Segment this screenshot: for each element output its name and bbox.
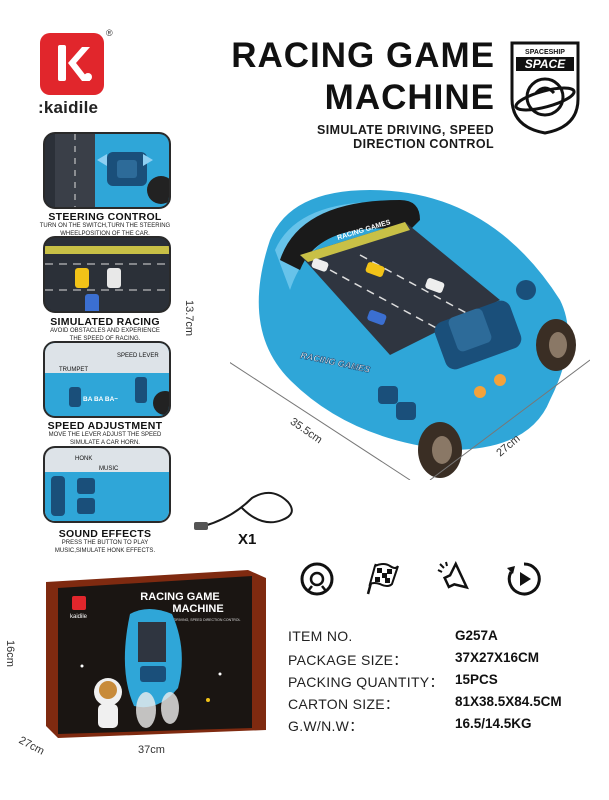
feature-desc-line: PRESS THE BUTTON TO PLAY — [61, 540, 149, 546]
feature-desc-line: TURN ON THE SWITCH,TURN THE STEERING — [39, 223, 171, 229]
feature-desc-line: AVOID OBSTACLES AND EXPERIENCE — [50, 328, 160, 334]
dimension-height: 13.7cm — [183, 300, 195, 337]
box-height: 16cm — [4, 640, 16, 667]
spec-label: PACKING QUANTITY： — [288, 674, 444, 690]
box-title-line1: RACING GAME — [140, 591, 219, 603]
spec-label: G.W/N.W： — [288, 718, 364, 734]
feature-image-speed: SPEED LEVER TRUMPET BA BA BA~ — [43, 341, 171, 418]
spec-value: G257A — [455, 628, 498, 643]
badge-main-text: SPACE — [525, 57, 566, 71]
spec-label: ITEM NO. — [288, 628, 353, 644]
cable-quantity: X1 — [238, 531, 257, 548]
feature-title-speed: SPEED ADJUSTMENT — [47, 420, 163, 432]
music-label: MUSIC — [99, 466, 119, 472]
trumpet-label: TRUMPET — [59, 367, 88, 373]
feature-image-racing — [43, 236, 171, 313]
brand-name: :kaidile — [38, 98, 99, 117]
spec-value: 81X38.5X84.5CM — [455, 694, 562, 709]
play-icon — [507, 562, 541, 596]
product-main-image: RACING GAMES RACING GAMES — [230, 190, 590, 480]
box-width: 37cm — [138, 744, 165, 756]
package-box-image: kaidile RACING GAME MACHINE SIMULATE DRI… — [46, 570, 266, 738]
box-title-line2: MACHINE — [172, 603, 223, 615]
feature-desc-line: MUSIC,SIMULATE HONK EFFECTS. — [54, 547, 156, 554]
product-title-line2: MACHINE — [324, 78, 495, 117]
box-brand: kaidile — [70, 614, 88, 620]
feature-desc-sound: PRESS THE BUTTON TO PLAY MUSIC,SIMULATE … — [30, 540, 180, 555]
feature-desc-line: MOVE THE LEVER ADJUST THE SPEED — [48, 432, 162, 438]
badge-top-text: SPACESHIP — [525, 49, 565, 56]
feature-desc-steering: TURN ON THE SWITCH,TURN THE STEERING WHE… — [30, 223, 180, 238]
registered-mark: ® — [106, 28, 113, 38]
feature-desc-speed: MOVE THE LEVER ADJUST THE SPEED SIMULATE… — [30, 432, 180, 447]
honk-label: HONK — [75, 456, 92, 462]
brand-logo — [40, 33, 104, 95]
feature-image-steering — [43, 132, 171, 209]
sound-icon — [437, 560, 469, 590]
feature-desc-line: WHEELPOSITION OF THE CAR. — [60, 230, 150, 237]
spec-value: 37X27X16CM — [455, 650, 540, 665]
feature-desc-line: SIMULATE A CAR HORN. — [70, 439, 140, 446]
spec-label: PACKAGE SIZE： — [288, 652, 408, 668]
space-badge: SPACESHIP SPACE — [510, 41, 580, 135]
spec-value: 15PCS — [455, 672, 498, 687]
product-title-line1: RACING GAME — [231, 36, 495, 75]
feature-title-steering: STEERING CONTROL — [48, 211, 162, 223]
speed-lever-label: SPEED LEVER — [117, 353, 159, 359]
feature-image-sound: HONK MUSIC — [43, 446, 171, 523]
box-subtitle: SIMULATE DRIVING, SPEED DIRECTION CONTRO… — [156, 618, 241, 622]
usb-cable-image — [194, 491, 293, 530]
steering-wheel-icon — [300, 562, 334, 596]
feature-title-sound: SOUND EFFECTS — [58, 528, 152, 540]
spec-value: 16.5/14.5KG — [455, 716, 532, 731]
checkered-flag-icon — [366, 563, 399, 595]
horn-sound-label: BA BA BA~ — [83, 396, 118, 403]
spec-label: CARTON SIZE： — [288, 696, 400, 712]
feature-title-racing: SIMULATED RACING — [50, 316, 160, 328]
feature-desc-line: THE SPEED OF RACING. — [69, 335, 141, 342]
product-subtitle-line2: DIRECTION CONTROL — [353, 137, 494, 151]
feature-desc-racing: AVOID OBSTACLES AND EXPERIENCE THE SPEED… — [30, 328, 180, 343]
product-subtitle-line1: SIMULATE DRIVING, SPEED — [316, 123, 494, 137]
